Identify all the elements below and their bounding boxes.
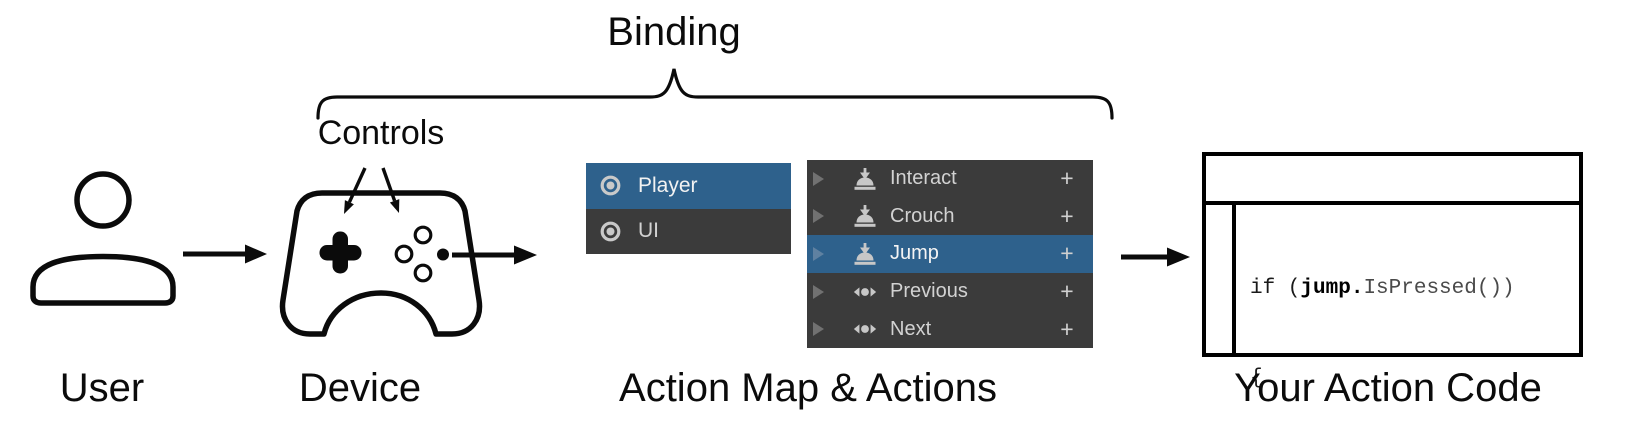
controls-label: Controls [317,114,445,152]
code-gutter [1206,205,1236,353]
arrow-actions-to-code [1121,247,1190,267]
face-buttons-icon [394,225,449,283]
action-label: Previous [890,280,968,303]
action-label: Crouch [890,204,955,227]
foldout-triangle-icon[interactable] [807,208,829,224]
code-line-1: if (jump.IsPressed()) [1250,277,1515,300]
action-row-crouch[interactable]: Crouch + [807,197,1093,236]
add-binding-button[interactable]: + [1060,240,1074,267]
foldout-triangle-icon[interactable] [807,171,829,187]
button-control-icon [852,241,878,267]
controls-arrow-right [381,167,400,213]
action-row-next[interactable]: Next + [807,310,1093,348]
action-row-jump[interactable]: Jump + [807,235,1093,273]
code-snippet: if (jump.IsPressed()) { // your code } [1236,205,1515,390]
add-binding-button[interactable]: + [1060,202,1074,229]
device-column-label: Device [298,366,422,410]
foldout-triangle-icon[interactable] [807,246,829,262]
code-window-titlebar [1206,156,1579,205]
action-row-previous[interactable]: Previous + [807,272,1093,311]
action-code-column-label: Your Action Code [1234,366,1542,410]
action-label: Next [890,317,932,340]
action-map-row-player[interactable]: Player [586,163,791,209]
axis-control-icon [852,322,878,336]
action-label: Jump [890,242,939,265]
user-column-label: User [59,366,145,410]
axis-control-icon [852,285,878,299]
action-row-interact[interactable]: Interact + [807,160,1093,198]
add-binding-button[interactable]: + [1060,315,1074,342]
action-label: Interact [890,167,957,190]
code-line-2: { [1250,367,1263,390]
gamepad-icon [279,190,483,337]
action-map-label: Player [638,173,698,197]
arrow-user-to-device [183,244,267,264]
add-binding-button[interactable]: + [1060,165,1074,192]
add-binding-button[interactable]: + [1060,278,1074,305]
binding-brace [316,68,1114,120]
button-control-icon [852,203,878,229]
dpad-icon [319,231,362,274]
action-map-row-ui[interactable]: UI [586,208,791,254]
action-map-column-label: Action Map & Actions [619,366,997,410]
arrow-device-to-actionmap [452,245,537,265]
binding-label: Binding [607,10,741,54]
action-map-label: UI [638,219,659,243]
controls-arrow-left [344,167,367,214]
action-map-icon [600,221,621,242]
action-code-window: if (jump.IsPressed()) { // your code } [1202,152,1583,390]
action-map-panel: Player UI [586,163,791,254]
foldout-triangle-icon[interactable] [807,284,829,300]
foldout-triangle-icon[interactable] [807,321,829,337]
button-control-icon [852,166,878,192]
actions-panel: Interact + Crouch + [807,160,1093,348]
action-map-icon [600,175,621,196]
user-person-icon [30,171,176,306]
